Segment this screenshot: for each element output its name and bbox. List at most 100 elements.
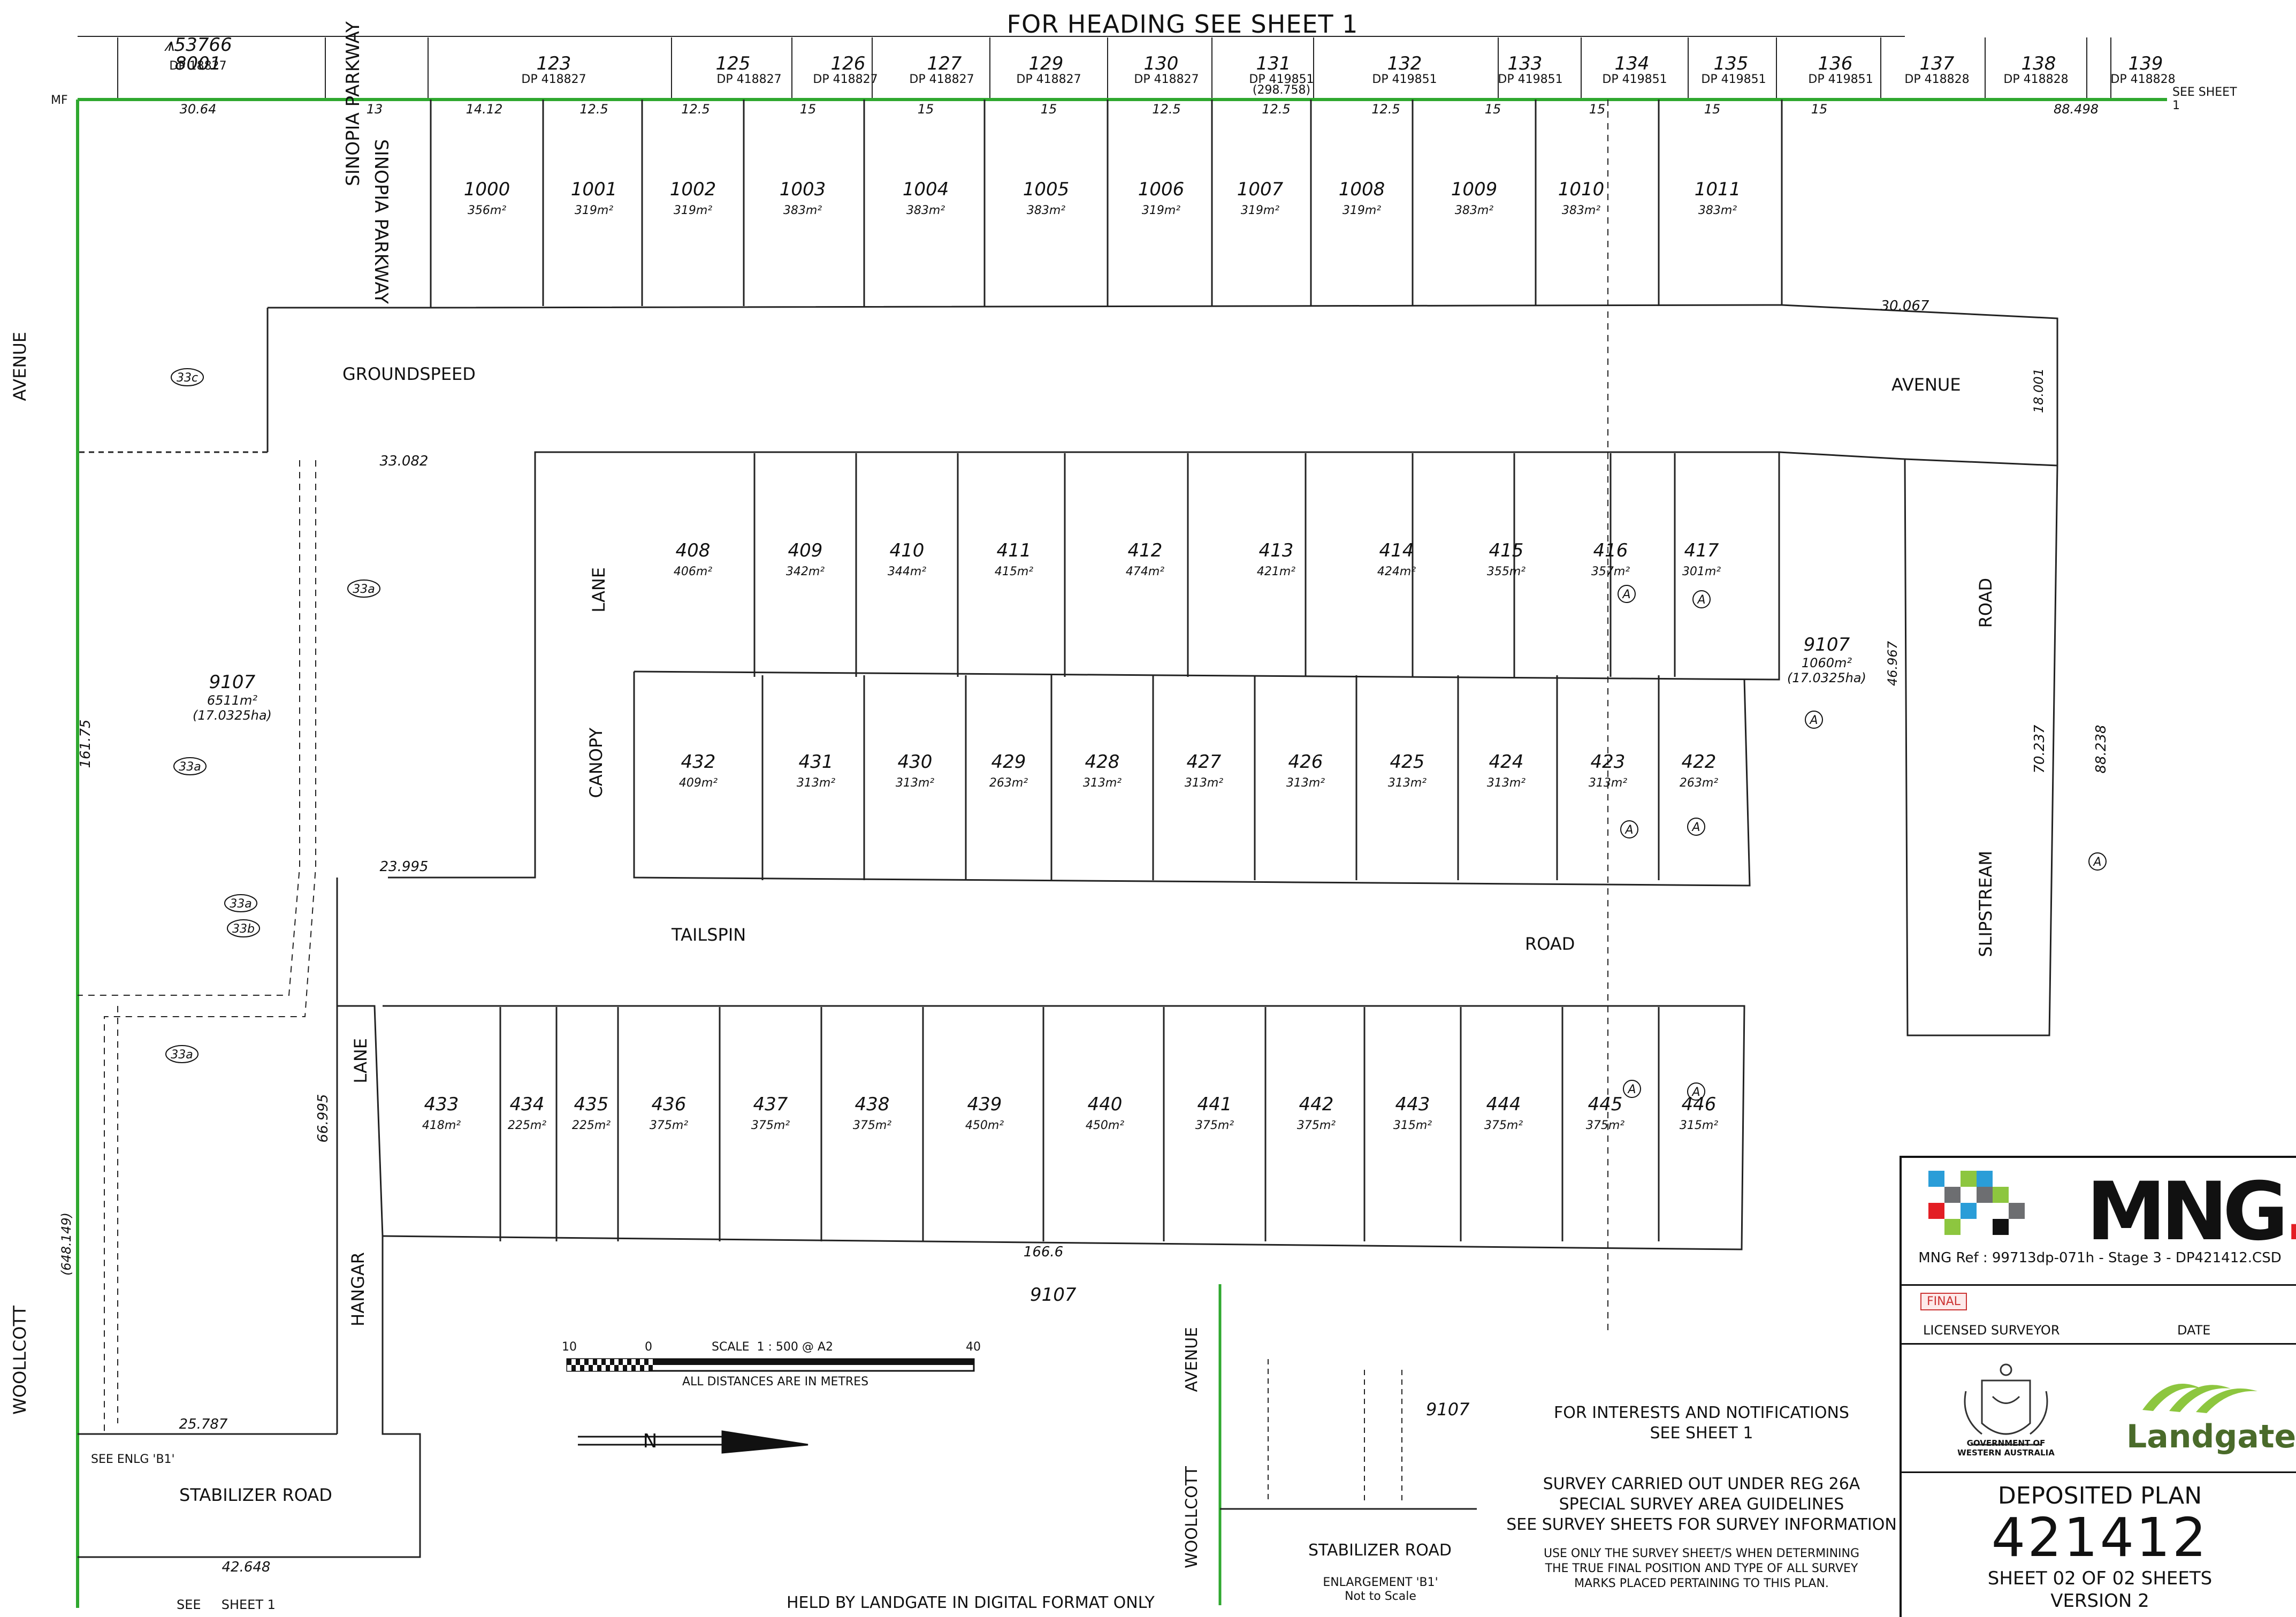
- lot-area: 263m²: [989, 776, 1028, 790]
- easement-tag: 33a: [165, 1045, 199, 1063]
- lot-number: 423: [1591, 751, 1626, 773]
- top-lot-ref: 125: [716, 53, 751, 74]
- lot-number: 440: [1088, 1094, 1123, 1115]
- mng-reference: MNG Ref : 99713dp-071h - Stage 3 - DP421…: [1918, 1250, 2282, 1266]
- top-dp-ref: DP 418828: [2003, 73, 2068, 86]
- lot-area: 415m²: [995, 565, 1033, 578]
- dimension-label: 30.64: [180, 102, 217, 117]
- version-label: VERSION 2: [2050, 1590, 2149, 1612]
- licensed-surveyor-label: LICENSED SURVEYOR: [1923, 1323, 2060, 1338]
- wa-crest-icon: [1964, 1363, 2048, 1446]
- easement-tag-text: A: [1621, 588, 1630, 601]
- sheet-count: SHEET 02 OF 02 SHEETS: [1987, 1568, 2213, 1589]
- lot-number: 443: [1395, 1094, 1430, 1115]
- lot-area: 375m²: [1586, 1119, 1624, 1132]
- lot-area: 313m²: [1083, 776, 1122, 790]
- top-dp-ref: DP 419851: [1498, 73, 1562, 86]
- top-lot-ref: 8001: [175, 53, 222, 74]
- lot-number: 1006: [1138, 179, 1185, 200]
- top-dp-ref: DP 418827: [909, 73, 974, 86]
- lot-number: 428: [1085, 751, 1120, 773]
- dimension-label: 12.5: [1152, 102, 1180, 117]
- landgate-logo-text: Landgate: [2126, 1418, 2296, 1455]
- easement-tag: A: [1805, 711, 1823, 729]
- lot-area: 424m²: [1377, 565, 1416, 578]
- lot-number: 1010: [1558, 179, 1605, 200]
- plan-number: 421412: [1991, 1506, 2209, 1569]
- dimension-label: 12.5: [1262, 102, 1290, 117]
- final-stamp: FINAL: [1920, 1293, 1967, 1310]
- lot-area: 375m²: [1195, 1119, 1234, 1132]
- lot-area: 313m²: [1487, 776, 1525, 790]
- lot-number: 414: [1379, 540, 1414, 561]
- lot-area: 356m²: [468, 204, 506, 217]
- top-dp-ref: DP 418828: [1904, 73, 1969, 86]
- easement-tag: A: [1687, 1082, 1705, 1101]
- lot-number: 1004: [903, 179, 949, 200]
- lot-area: 375m²: [650, 1119, 688, 1132]
- easement-tag: A: [1618, 585, 1636, 603]
- lot-area: 225m²: [508, 1119, 546, 1132]
- lot-number: 439: [967, 1094, 1002, 1115]
- mng-logo-text: MNG.: [2086, 1165, 2296, 1258]
- top-lot-ref: 123: [537, 53, 571, 74]
- easement-tag: 33b: [227, 919, 260, 937]
- lot-area: 375m²: [1484, 1119, 1523, 1132]
- lot-area: 319m²: [674, 204, 712, 217]
- easement-tag-text: 33a: [171, 1048, 193, 1062]
- lot-area: 383m²: [783, 204, 822, 217]
- dimension-label: 30.067: [1881, 298, 1929, 314]
- top-dp-ref: (298.758): [1253, 83, 1310, 97]
- lot-1000: 1000 356m²: [464, 179, 510, 217]
- lot-number: 444: [1486, 1094, 1521, 1115]
- top-dp-ref: DP 418827: [1134, 73, 1199, 86]
- easement-tag-text: 33a: [230, 897, 251, 911]
- top-lot-ref: 136: [1818, 53, 1853, 74]
- dimension-label: 161.75: [78, 720, 94, 768]
- top-lot-ref: 137: [1920, 53, 1955, 74]
- lot-number: 409: [788, 540, 823, 561]
- top-dp-ref: DP 419851: [1249, 73, 1314, 86]
- dimension-label: 88.498: [2054, 102, 2099, 117]
- top-dp-ref: DP 418828: [2110, 73, 2175, 86]
- top-lot-ref: 131: [1256, 53, 1291, 74]
- dimension-label: 15: [1589, 102, 1606, 117]
- top-dp-ref: DP 419851: [1808, 73, 1873, 86]
- lot-area: 313m²: [797, 776, 835, 790]
- easement-tag-text: A: [2092, 856, 2101, 869]
- lot-409: 409 342m²: [786, 540, 825, 578]
- lot-area: 383m²: [1698, 204, 1737, 217]
- dimension-label: 13: [367, 102, 383, 117]
- dimension-label: 18.001: [2031, 368, 2046, 413]
- top-lot-ref: 139: [2129, 53, 2163, 74]
- lot-number: 427: [1187, 751, 1222, 773]
- lot-number: 1003: [780, 179, 826, 200]
- easement-tag-text: 33a: [179, 760, 201, 774]
- lot-428: 428 313m²: [1083, 751, 1122, 790]
- dimension-label: 23.995: [380, 859, 429, 875]
- lot-number: 1007: [1237, 179, 1284, 200]
- lot-1003: 1003 383m²: [780, 179, 826, 217]
- lot-number: 410: [890, 540, 925, 561]
- lot-number: 1000: [464, 179, 510, 200]
- top-dp-ref: DP 419851: [1372, 73, 1437, 86]
- easement-tag: 33a: [347, 579, 380, 598]
- lot-area: 342m²: [786, 565, 825, 578]
- top-dp-ref: DP 419851: [1701, 73, 1766, 86]
- lot-area: 474m²: [1126, 565, 1164, 578]
- lot-number: 1009: [1451, 179, 1498, 200]
- lot-number: 1005: [1023, 179, 1070, 200]
- lot-area: 383m²: [1562, 204, 1600, 217]
